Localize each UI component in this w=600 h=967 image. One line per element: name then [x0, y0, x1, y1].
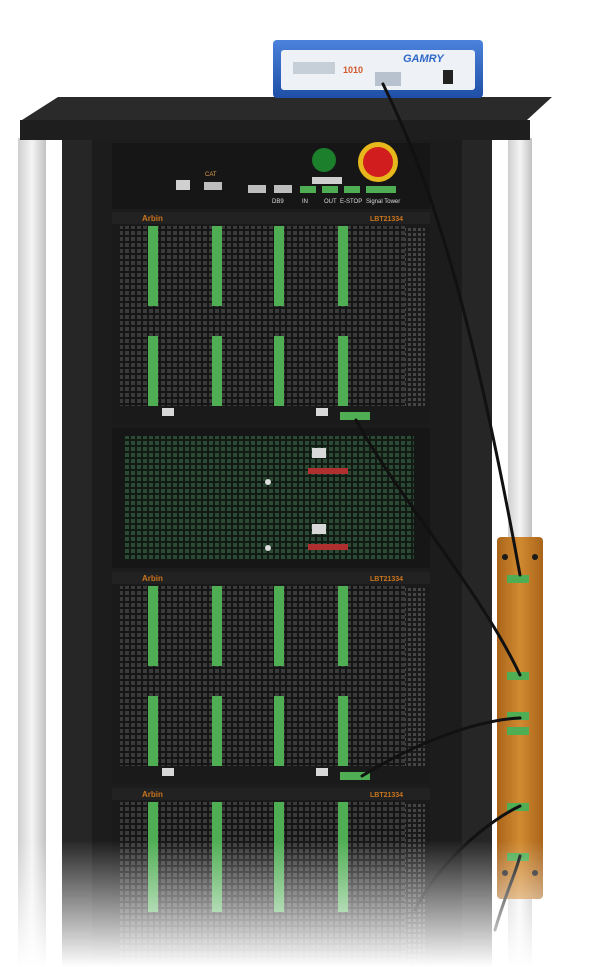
arbin-logo-3: Arbin — [142, 790, 163, 799]
bottom-fade — [0, 840, 600, 967]
front-label-estop: E-STOP — [340, 199, 362, 205]
gamry-model: 1010 — [343, 65, 363, 75]
front-label-db9: DB9 — [272, 199, 284, 205]
cat-port — [204, 182, 222, 190]
front-label-in: IN — [302, 199, 308, 205]
left-rail — [18, 138, 46, 967]
cable-module1-to-bracket — [354, 418, 522, 677]
cable-module2-to-bracket — [360, 716, 522, 778]
ethernet-port — [176, 180, 190, 190]
power-supply-section — [112, 428, 430, 568]
gamry-brand: GAMRY — [403, 53, 445, 65]
gamry-potentiostat: 1010 GAMRY — [273, 40, 483, 98]
rack-top-edge — [20, 120, 530, 140]
gamry-power-switch — [443, 70, 453, 84]
cable-gamry-to-bracket — [381, 82, 522, 577]
arbin-model-1: LBT21334 — [370, 216, 403, 223]
arbin-logo-2: Arbin — [142, 574, 163, 583]
rack-top-surface — [22, 97, 552, 120]
front-label-out: OUT — [324, 199, 337, 205]
front-label-signal-tower: Signal Tower — [366, 199, 400, 205]
arbin-module-1: Arbin LBT21334 — [112, 212, 430, 424]
estop-button — [363, 147, 393, 177]
arbin-model-2: LBT21334 — [370, 576, 403, 583]
arbin-logo-1: Arbin — [142, 214, 163, 223]
start-button — [312, 148, 336, 172]
arbin-module-2: Arbin LBT21334 — [112, 572, 430, 784]
front-control-panel: CAT DB9 IN OUT E-STOP Signal Tower — [112, 142, 430, 209]
arbin-model-3: LBT21334 — [370, 792, 403, 799]
front-label-cat: CAT — [205, 172, 217, 178]
